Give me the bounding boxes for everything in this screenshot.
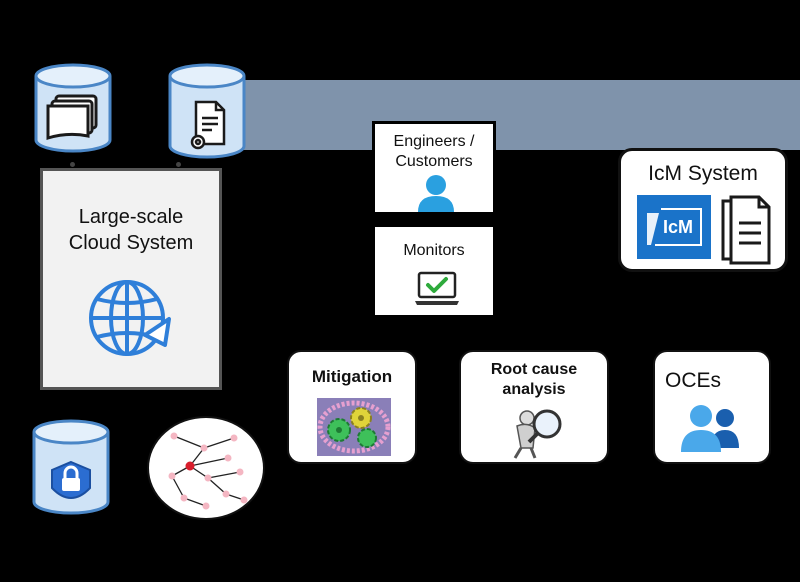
laptop-check-icon bbox=[415, 271, 459, 305]
root-cause-analysis-card: Root cause analysis bbox=[459, 350, 609, 464]
gears-icon bbox=[317, 398, 391, 456]
document-stack-icon bbox=[721, 195, 771, 265]
document-stack-icon bbox=[46, 94, 98, 141]
icm-system-title: IcM System bbox=[648, 162, 758, 185]
storage-cylinder-documents bbox=[34, 63, 112, 153]
connector-dot bbox=[70, 162, 75, 167]
monitors-box: Monitors bbox=[372, 224, 496, 318]
storage-cylinder-secure bbox=[32, 419, 110, 515]
magnifier-person-icon bbox=[513, 409, 562, 459]
icm-logo-icon bbox=[647, 208, 702, 246]
monitors-label: Monitors bbox=[403, 242, 465, 259]
cloud-system-box: Large-scale Cloud System bbox=[40, 168, 222, 390]
background-band bbox=[222, 80, 800, 150]
lock-shield-icon bbox=[51, 460, 91, 499]
dependency-graph-icon bbox=[147, 416, 265, 520]
root-cause-label-line2: analysis bbox=[502, 381, 566, 398]
globe-icon bbox=[89, 280, 171, 356]
oces-card: OCEs bbox=[653, 350, 771, 464]
mitigation-label: Mitigation bbox=[311, 367, 393, 386]
cloud-system-title-line1: Large-scale bbox=[78, 206, 184, 228]
person-icon bbox=[418, 175, 454, 212]
engineers-customers-box: Engineers / Customers bbox=[372, 121, 496, 215]
engineers-label-line1: Engineers / bbox=[393, 133, 475, 150]
icm-logo: IcM bbox=[637, 195, 711, 259]
root-cause-label-line1: Root cause bbox=[490, 361, 578, 378]
icm-logo-text: IcM bbox=[663, 217, 694, 237]
users-group-icon bbox=[681, 405, 739, 452]
mitigation-card: Mitigation bbox=[287, 350, 417, 464]
cloud-system-title-line2: Cloud System bbox=[68, 232, 194, 254]
oces-label: OCEs bbox=[665, 369, 722, 392]
storage-cylinder-config bbox=[168, 63, 246, 159]
icm-system-card: IcM System IcM bbox=[618, 148, 788, 272]
config-document-icon bbox=[190, 100, 226, 150]
connector-dot bbox=[176, 162, 181, 167]
engineers-label-line2: Customers bbox=[395, 153, 473, 170]
